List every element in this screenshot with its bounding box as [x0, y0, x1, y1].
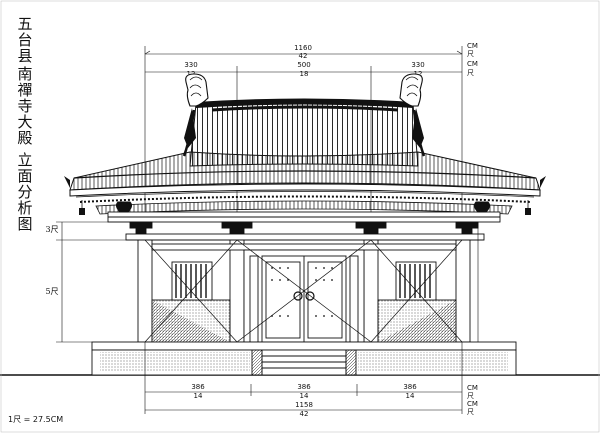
roof: [64, 73, 546, 215]
bay2-cm: 386: [297, 383, 311, 391]
bay1-cm: 386: [191, 383, 205, 391]
side-dim-upper: 3尺: [45, 225, 58, 234]
dim-center-chi: 18: [300, 70, 309, 78]
dim-center-cm: 500: [297, 61, 310, 69]
bottom-overall-chi: 42: [300, 410, 309, 418]
bracket-sets: [107, 201, 501, 241]
bottom-unit-cm-1: CM: [467, 384, 478, 392]
title-line-1: 五台县: [17, 15, 33, 65]
bay1-chi: 14: [194, 392, 203, 400]
title-line-3: 立面分析图: [17, 151, 33, 233]
bottom-unit-chi-2: 尺: [467, 408, 474, 416]
dim-unit-chi-1: 尺: [467, 50, 474, 58]
dim-unit-cm-2: CM: [467, 60, 478, 68]
bottom-dimensions: [144, 342, 463, 414]
dim-right-cm: 330: [411, 61, 424, 69]
dim-overall-chi: 42: [299, 52, 308, 60]
bottom-unit-chi-1: 尺: [467, 392, 474, 400]
analysis-diagonals: [126, 239, 484, 343]
bottom-unit-cm-2: CM: [467, 400, 478, 408]
bay3-cm: 386: [403, 383, 417, 391]
side-dimensions: [56, 221, 479, 343]
dim-unit-chi-2: 尺: [467, 69, 474, 77]
bay2-chi: 14: [300, 392, 309, 400]
scale-note: 1尺 = 27.5CM: [8, 415, 64, 424]
dim-unit-cm-1: CM: [467, 42, 478, 50]
side-dim-lower: 5尺: [45, 287, 58, 296]
title-line-2: 南禪寺大殿: [17, 65, 33, 147]
facade: [137, 239, 471, 343]
bay3-chi: 14: [406, 392, 415, 400]
bottom-overall-cm: 1158: [295, 401, 313, 409]
platform: [91, 341, 517, 376]
dim-left-cm: 330: [184, 61, 197, 69]
dim-overall-cm: 1160: [294, 44, 312, 52]
